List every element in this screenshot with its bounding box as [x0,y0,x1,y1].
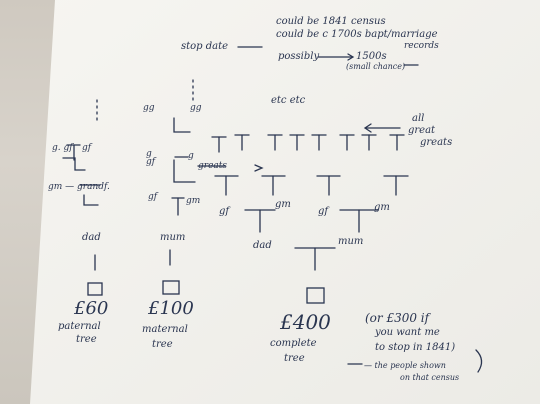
maternal-label-1: maternal [142,324,188,335]
note-records: records [404,41,439,51]
complete-price: £400 [280,310,331,334]
label-gf-left: gf [82,143,92,153]
alt-note-1: (or £300 if [365,311,430,325]
label-g-1: g [146,149,152,159]
note-etc: etc etc [271,95,306,106]
label-gm-dad: gm [275,199,291,210]
note-great: great [408,125,436,136]
label-dad-right: dad [253,240,272,251]
label-gg-2: gg [190,103,202,113]
label-gm-mum: gm [186,196,201,206]
maternal-box [162,280,180,295]
paternal-label-2: tree [76,334,97,345]
note-greats-mid: greats [198,161,227,171]
note-could-be-1700s: could be c 1700s bapt/marriage [276,29,438,40]
label-gm-grandf: gm — grandf. [48,182,110,192]
note-small-chance: (small chance) [346,62,406,71]
complete-label-1: complete [270,338,317,349]
paternal-box [87,282,103,296]
note-possibly: possibly [278,51,320,62]
alt-note-2: you want me [375,327,440,338]
paper-surface [30,0,540,404]
complete-box [306,287,325,304]
alt-note-4: — the people shown [364,361,446,370]
label-mum-right: mum [338,236,364,247]
label-gg-1: gg [143,103,155,113]
label-g-2: g [188,151,194,161]
alt-note-3: to stop in 1841) [375,342,456,353]
label-dad-left: dad [82,232,101,243]
note-greats: greats [420,137,453,148]
label-gf-dad: gf [219,206,230,217]
maternal-price: £100 [148,298,194,319]
label-mum-left: mum [160,232,186,243]
maternal-label-2: tree [152,339,173,350]
label-gf-mid: gf [146,157,156,167]
paternal-label-1: paternal [58,321,101,332]
note-could-be-1841: could be 1841 census [276,16,386,27]
paternal-price: £60 [74,298,109,319]
label-g-gf: g. gf [52,143,73,153]
note-1500s: 1500s [356,51,387,62]
note-stop-date: stop date [181,41,229,52]
label-gf-mum: gf [148,192,158,202]
complete-label-2: tree [284,353,305,364]
note-all: all [412,113,425,124]
label-gm-mum2: gm [374,202,390,213]
label-gf-mum2: gf [318,206,329,217]
alt-note-5: on that census [400,373,460,382]
